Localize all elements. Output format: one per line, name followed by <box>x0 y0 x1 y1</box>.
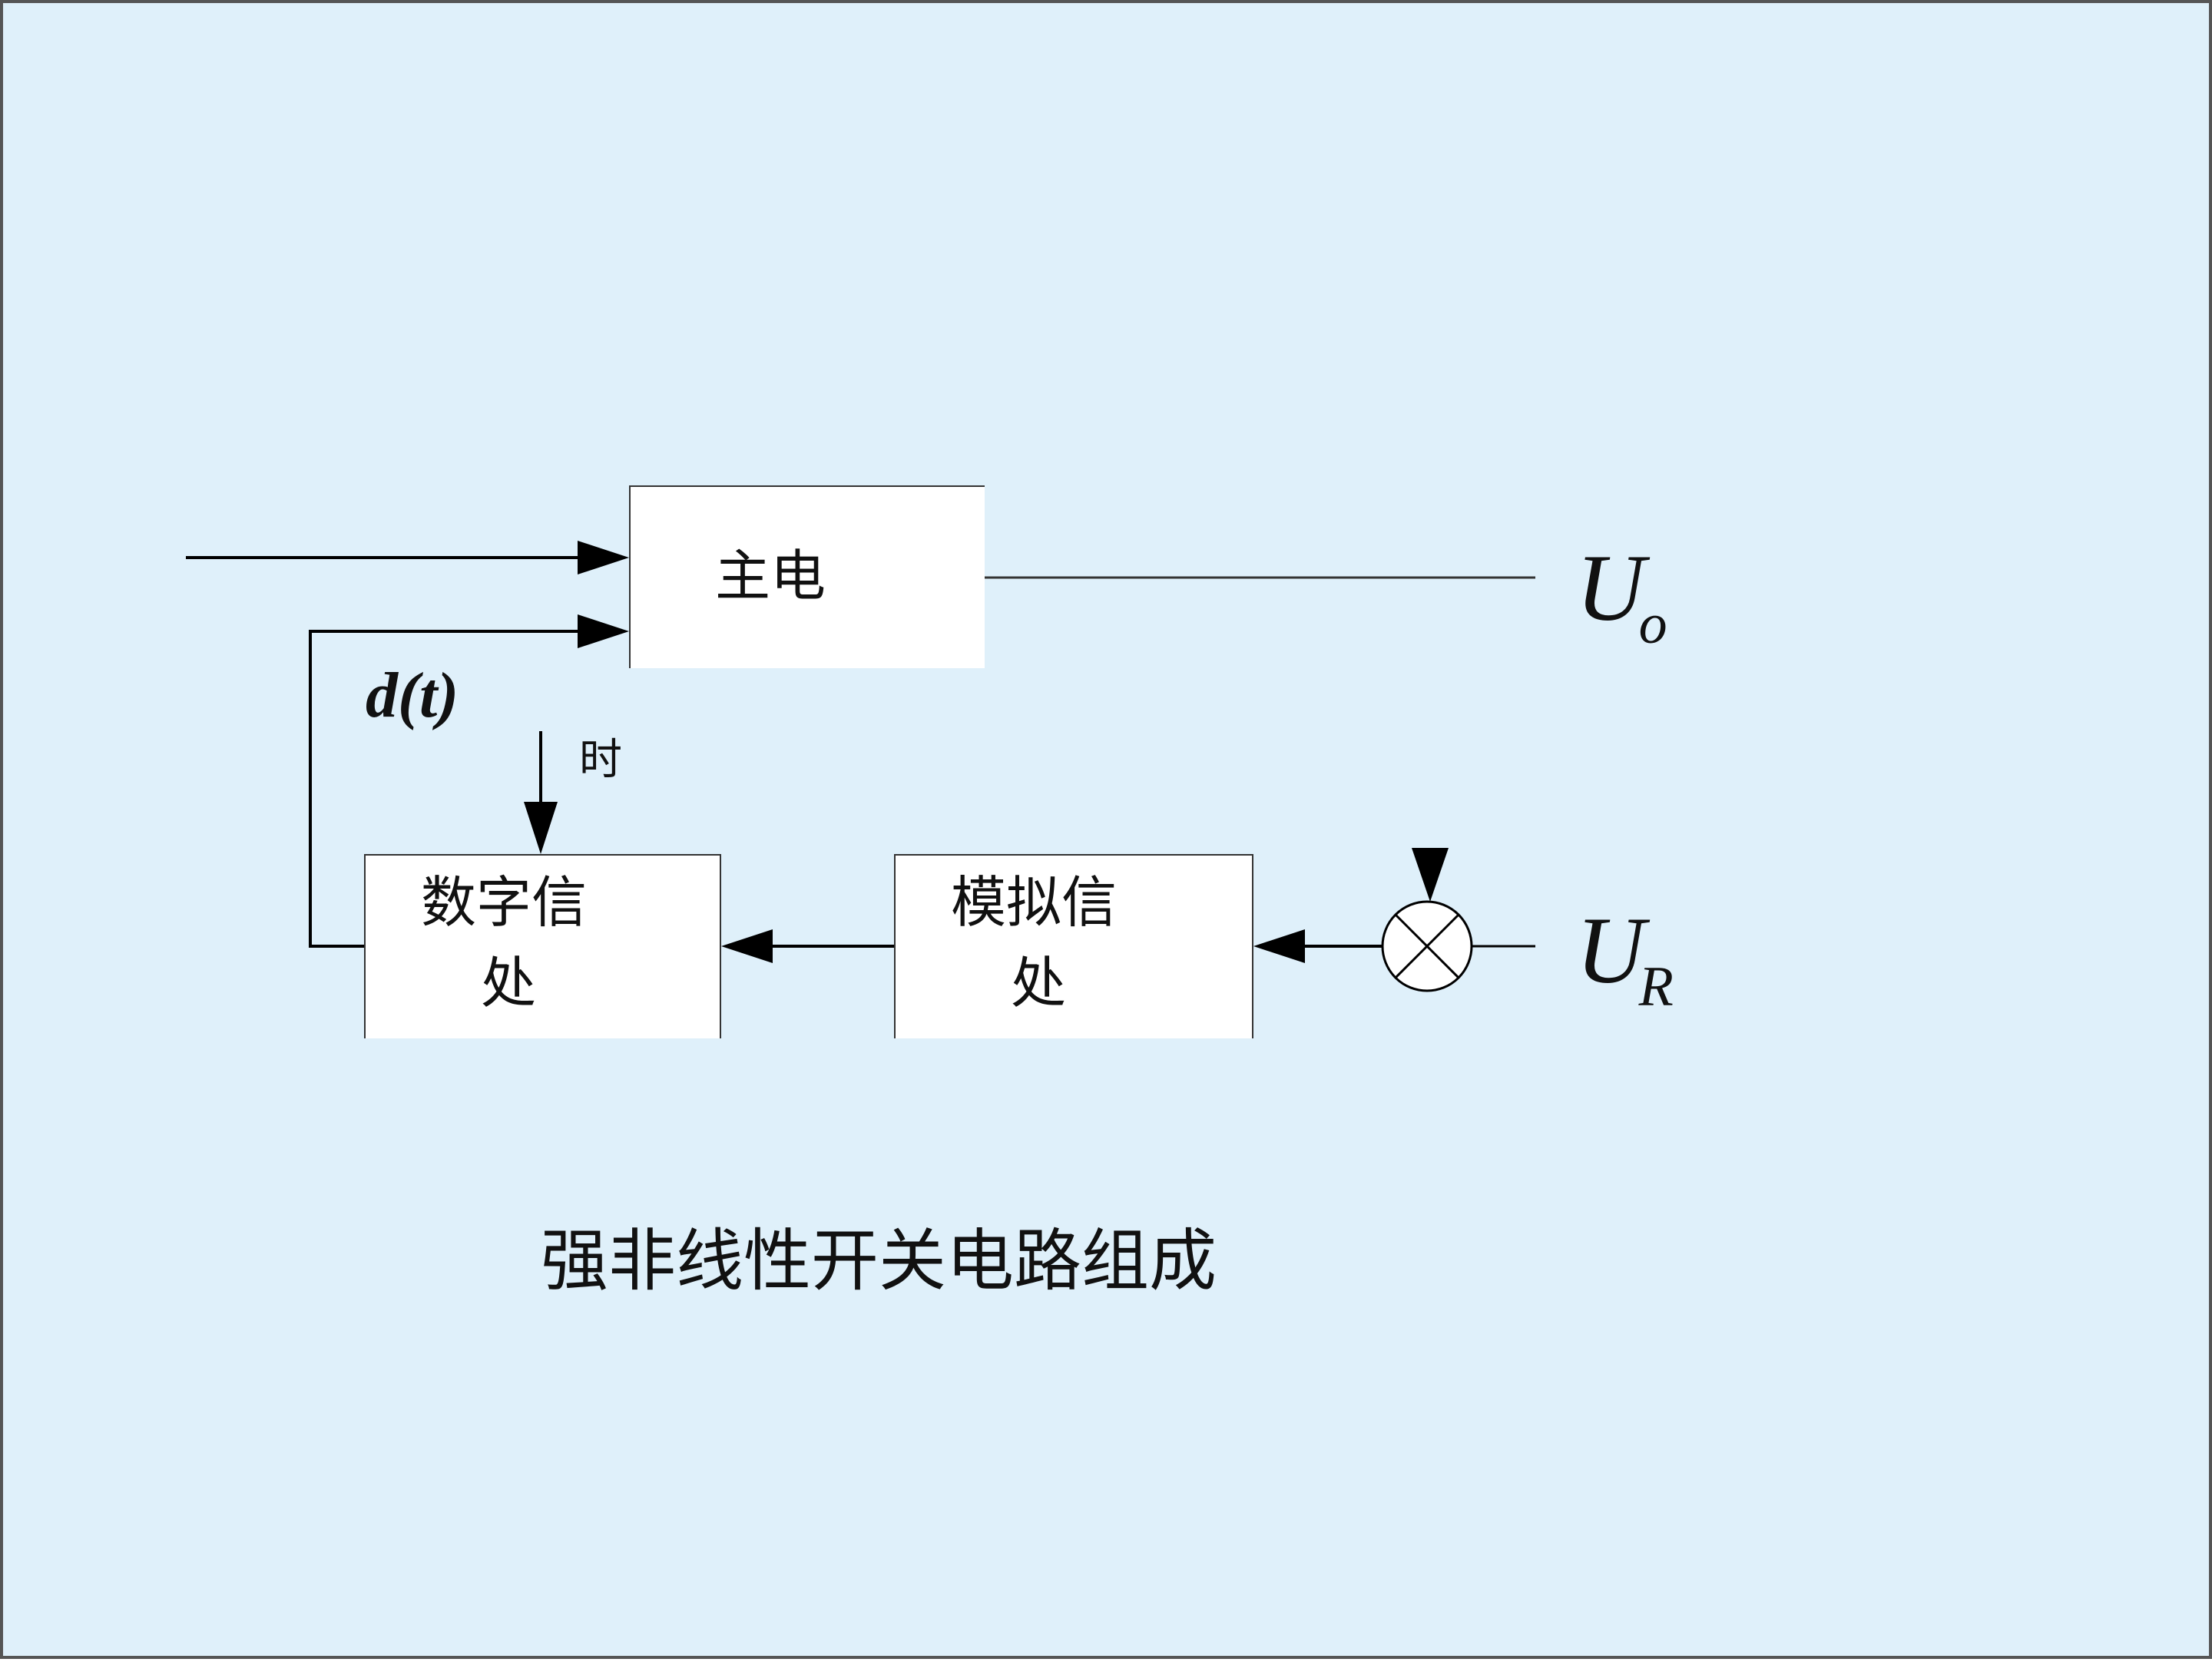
digital-processing-label-line1: 数字信 <box>421 870 588 935</box>
clock-arrowhead <box>524 802 558 854</box>
reference-voltage-symbol: U <box>1576 898 1645 1003</box>
junction-to-analog-arrowhead <box>1253 929 1305 963</box>
analog-processing-block: 模拟信 处 <box>894 854 1253 1038</box>
main-circuit-label: 主电 <box>715 544 826 608</box>
feedback-line <box>309 630 618 948</box>
reference-voltage-label: UR <box>1576 903 1680 1016</box>
block-diagram <box>186 541 1535 992</box>
output-voltage-symbol: U <box>1576 535 1645 641</box>
clock-label: 时 <box>579 735 622 785</box>
output-voltage-subscript: o <box>1638 593 1667 656</box>
input-arrowhead <box>578 541 629 574</box>
digital-processing-block: 数字信 处 <box>364 854 721 1038</box>
feedback-arrowhead <box>578 614 629 648</box>
junction-top-arrowhead <box>1412 848 1449 902</box>
summing-junction <box>1381 900 1473 992</box>
analog-processing-label-line1: 模拟信 <box>951 870 1118 935</box>
analog-to-digital-arrowhead <box>721 929 773 963</box>
diagram-caption: 强非线性开关电路组成 <box>541 1221 1217 1300</box>
control-signal-label: d(t) <box>366 660 459 731</box>
digital-processing-label-line2: 处 <box>481 951 537 1015</box>
reference-voltage-subscript: R <box>1638 955 1674 1018</box>
main-circuit-block: 主电 <box>629 485 985 668</box>
analog-processing-label-line2: 处 <box>1011 951 1067 1015</box>
output-voltage-label: Uo <box>1576 541 1674 654</box>
